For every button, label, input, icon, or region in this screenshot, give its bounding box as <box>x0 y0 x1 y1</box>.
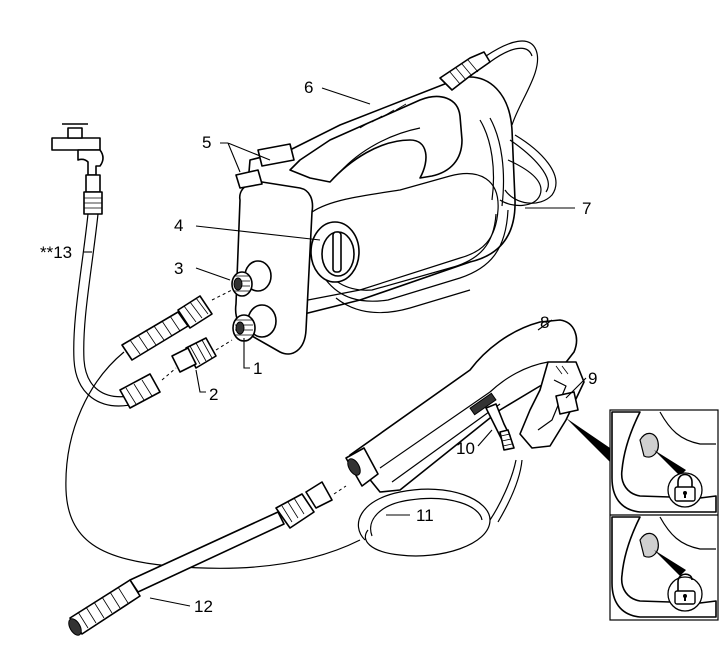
callout-labels: 1 2 3 4 5 6 7 8 9 10 11 12 **13 <box>40 78 597 616</box>
power-cord <box>485 40 557 206</box>
assembly-guide-lines <box>161 289 347 495</box>
connection-adapter <box>171 337 217 373</box>
pressure-washer-body <box>234 51 516 355</box>
label-13: **13 <box>40 243 72 262</box>
spray-lance <box>68 481 333 636</box>
label-4: 4 <box>174 216 183 235</box>
label-1: 1 <box>253 359 262 378</box>
label-7: 7 <box>582 199 591 218</box>
label-10: 10 <box>456 439 475 458</box>
high-pressure-hose <box>65 351 523 569</box>
high-pressure-outlet <box>232 304 277 342</box>
water-tap <box>51 123 104 215</box>
trigger-lock-detail-inset <box>566 409 719 621</box>
locked-position-panel <box>611 411 717 513</box>
on-off-switch <box>310 221 360 283</box>
unlocked-position-panel <box>611 516 717 618</box>
inset-pointer <box>566 418 610 462</box>
trigger-gun <box>345 319 585 493</box>
leader-lines <box>84 87 587 607</box>
high-pressure-hose-fitting <box>121 295 213 361</box>
label-12: 12 <box>194 597 213 616</box>
label-2: 2 <box>209 385 218 404</box>
garden-hose-coupling <box>119 373 161 409</box>
padlock-open-icon <box>667 573 703 612</box>
label-6: 6 <box>304 78 313 97</box>
label-3: 3 <box>174 259 183 278</box>
label-8: 8 <box>540 313 549 332</box>
padlock-closed-icon <box>667 472 703 508</box>
label-11: 11 <box>416 506 434 525</box>
water-inlet-connector <box>231 260 272 297</box>
water-supply-hose <box>73 213 131 407</box>
label-9: 9 <box>588 369 597 388</box>
label-5: 5 <box>202 133 211 152</box>
